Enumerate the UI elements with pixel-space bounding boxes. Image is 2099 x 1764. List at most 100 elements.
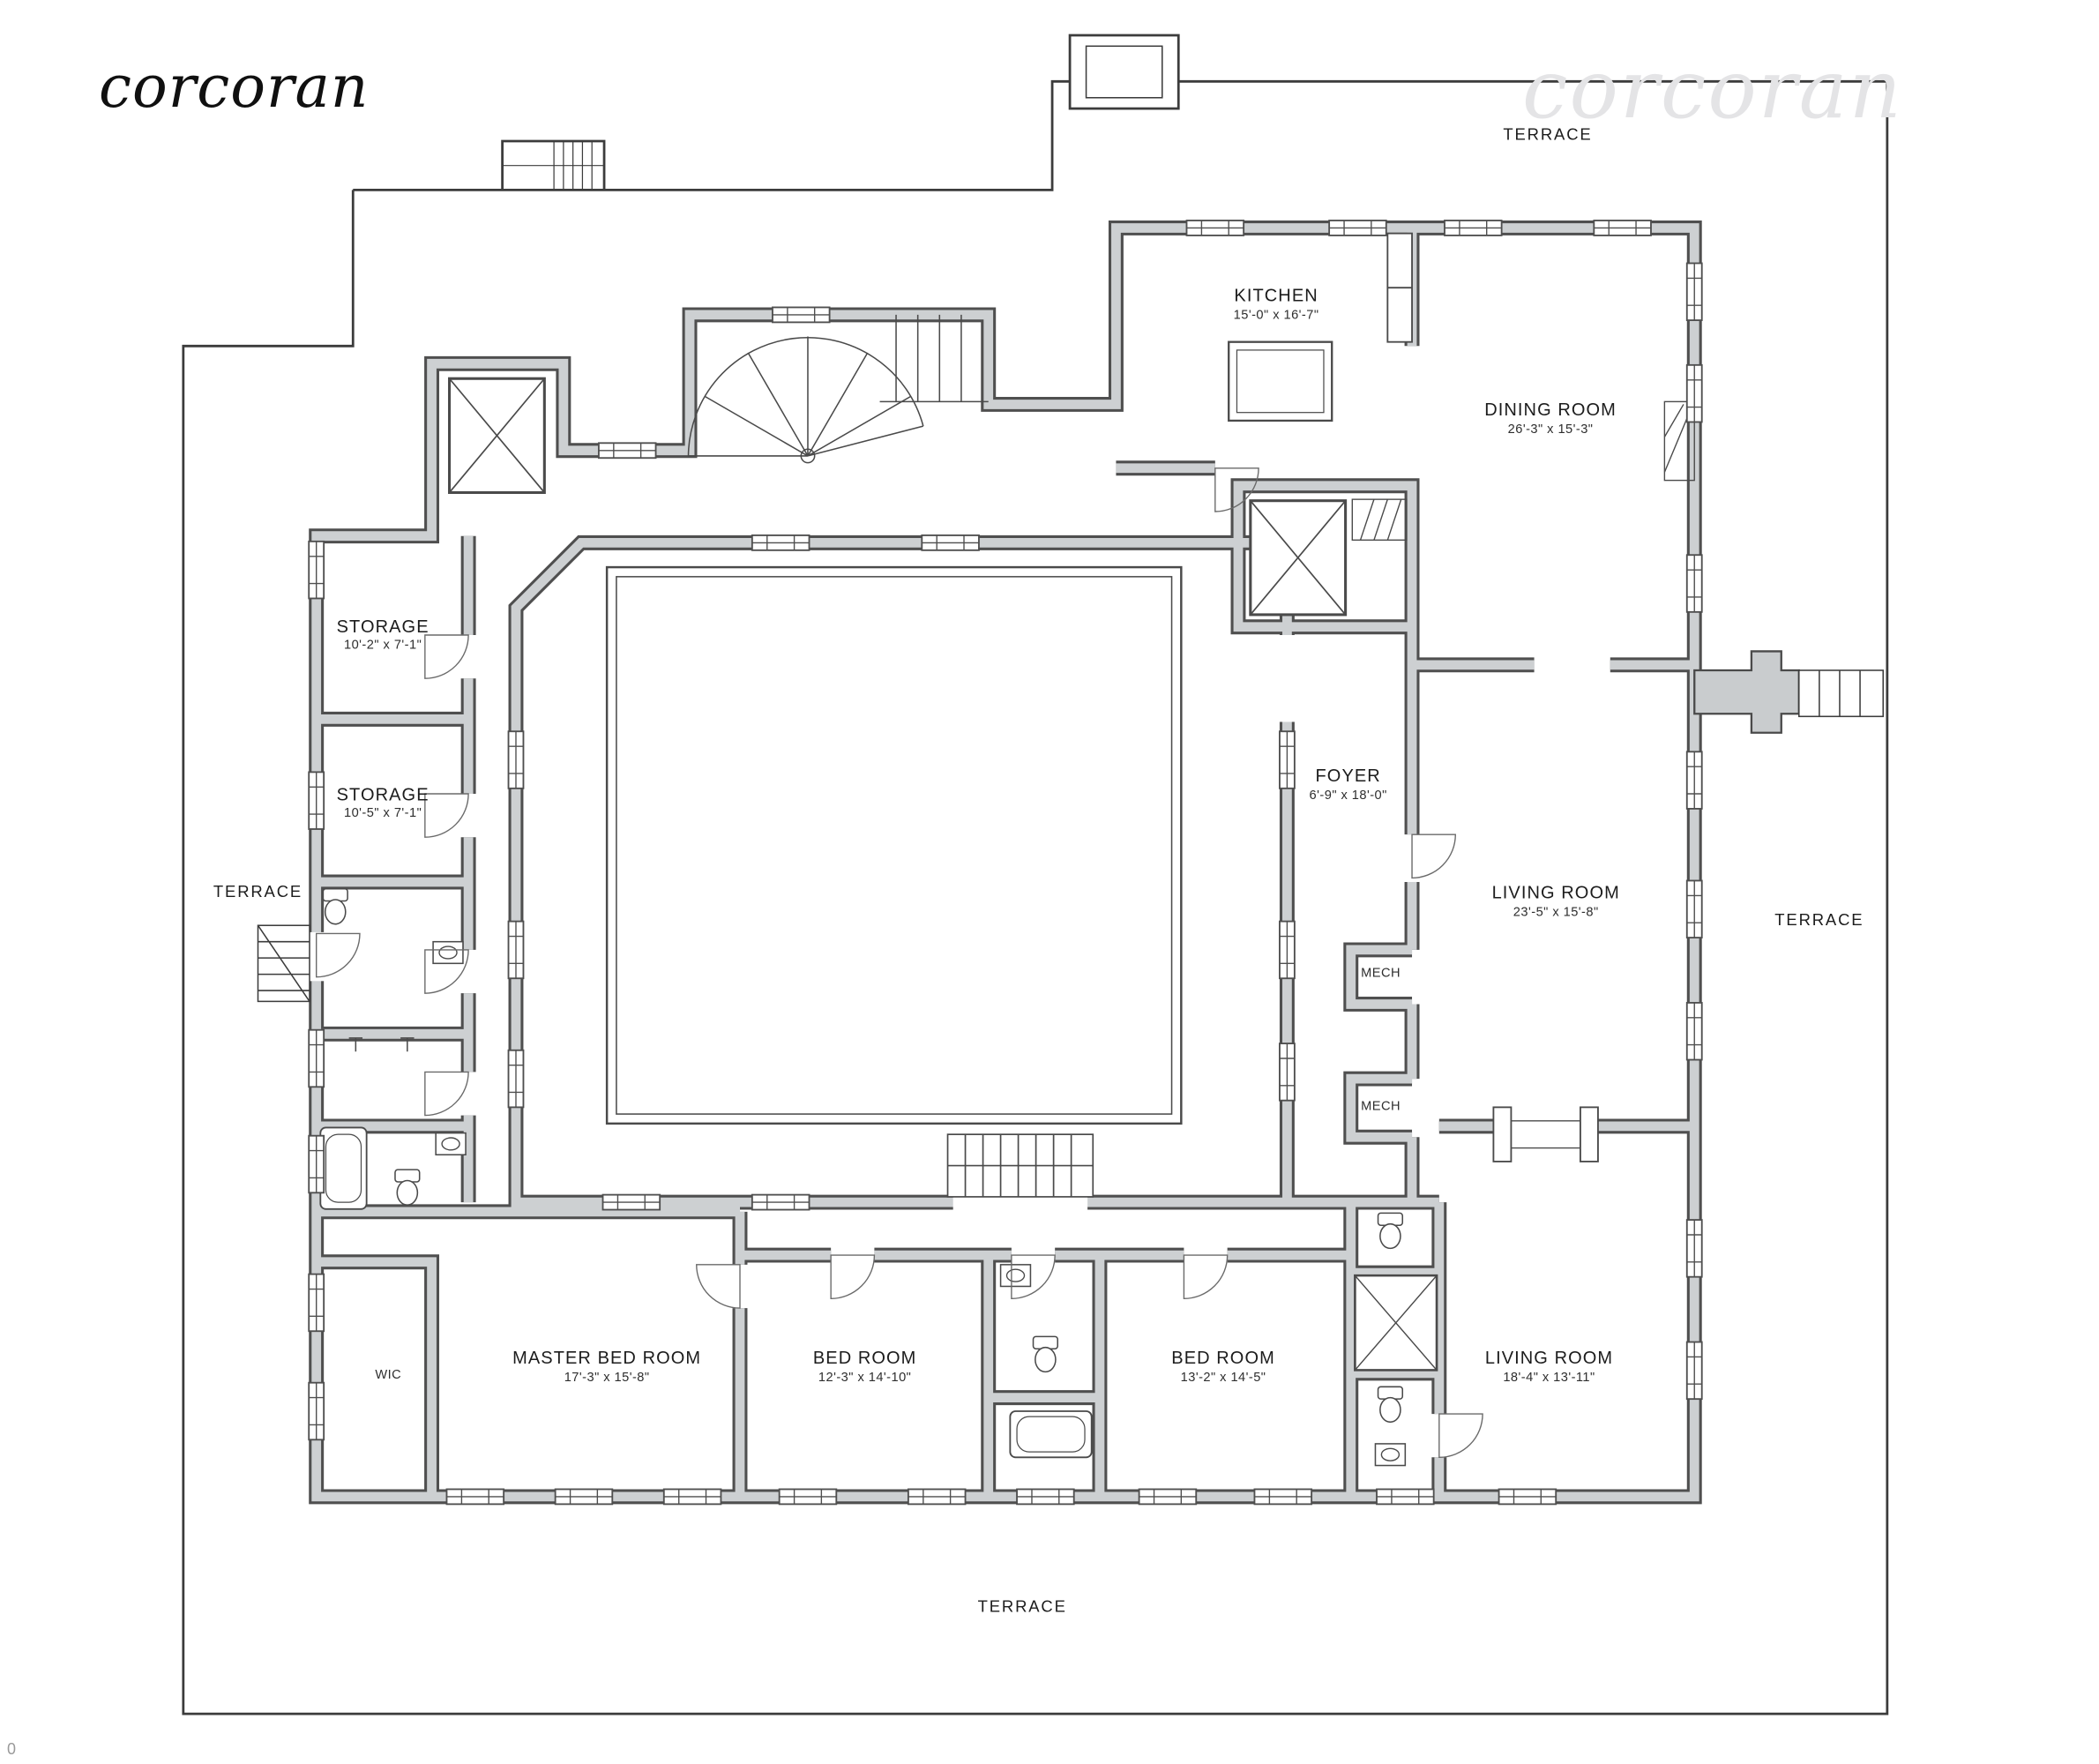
window-icon [751,534,810,551]
terrace-label-bottom: TERRACE [978,1597,1067,1616]
door-arc [424,949,469,994]
room-label-kitchen: KITCHEN [1234,287,1318,306]
closet-icon [1354,1274,1438,1372]
room-dims-bedroom-2: 13'-2" x 14'-5" [1181,1371,1266,1385]
sink-icon [999,1264,1032,1288]
window-icon [308,1273,325,1333]
window-icon [445,1488,505,1506]
sink-icon [1374,1443,1407,1467]
room-dims-living-1: 23'-5" x 15'-8" [1513,905,1599,919]
room-dims-storage-2: 10'-5" x 7'-1" [344,806,422,820]
window-icon [772,306,831,324]
bathtub-icon [319,1126,368,1210]
window-icon [1328,220,1387,236]
room-label-mech-1: MECH [1361,967,1401,981]
window-icon [308,771,325,830]
room-dims-master: 17'-3" x 15'-8" [564,1371,650,1385]
window-icon [554,1488,614,1506]
door-arc [830,1254,876,1300]
window-icon [1279,1043,1296,1102]
terrace-outline [182,79,1889,1715]
window-icon [1279,920,1296,980]
window-icon [1685,879,1703,939]
door-arc [1183,1254,1229,1300]
room-label-bedroom-2: BED ROOM [1171,1349,1275,1368]
elevator-icon [1249,499,1348,617]
window-icon [907,1488,967,1506]
room-dims-kitchen: 15'-0" x 16'-7" [1234,309,1319,323]
window-icon [308,1028,325,1088]
room-dims-living-2: 18'-4" x 13'-11" [1503,1371,1595,1385]
window-icon [1185,220,1245,236]
window-icon [1016,1488,1075,1506]
sink-icon [432,940,464,965]
window-icon [921,534,980,551]
room-label-wic: WIC [375,1368,401,1382]
door-arc [424,793,469,838]
window-icon [507,1049,525,1109]
kitchen-island-icon [1228,340,1333,422]
window-icon [1685,751,1703,810]
window-icon [751,1193,810,1211]
toilet-icon [1377,1386,1404,1424]
room-dims-foyer: 6'-9" x 18'-0" [1310,789,1387,803]
kitchen-appliance-icon [1386,232,1413,343]
window-icon [1685,262,1703,322]
bath-fixtures [319,887,1407,1467]
window-icon [1253,1488,1313,1506]
window-icon [662,1488,722,1506]
window-icon [308,1381,325,1441]
courtyard-stairs-icon [946,1133,1094,1198]
window-icon [1593,220,1652,236]
spiral-stair-icon [687,314,989,464]
room-label-storage-2: STORAGE [337,786,430,805]
terrace-label-top: TERRACE [1503,124,1592,143]
room-dims-dining: 26'-3" x 15'-3" [1508,422,1594,437]
skylight-box [1068,34,1180,110]
window-icon [597,442,657,460]
roof-stair-treads [502,141,605,191]
room-dims-bedroom-1: 12'-3" x 14'-10" [818,1371,911,1385]
terrace-steps-right-icon [1798,669,1884,718]
window-icon [1138,1488,1198,1506]
toilet-icon [322,887,348,925]
double-door-opening [1492,1106,1599,1162]
labels: TERRACE TERRACE TERRACE TERRACE KITCHEN … [213,124,1863,1616]
shower-icon [348,1037,415,1052]
room-label-storage-1: STORAGE [337,617,430,637]
door-arc [1214,467,1259,512]
window-icon [507,920,525,980]
window-icon [1685,1001,1703,1061]
window-icon [1279,730,1296,789]
corcoran-watermark: corcoran [1522,42,1903,137]
toilet-icon [1377,1212,1404,1250]
bathtub-icon [1009,1410,1093,1459]
elevator-lobby-hatch [1351,498,1408,541]
room-label-living-1: LIVING ROOM [1492,883,1620,902]
room-label-mech-2: MECH [1361,1099,1401,1113]
door-arc [696,1264,741,1309]
window-icon [601,1193,661,1211]
entry-vestibule [1693,650,1800,734]
door-swings [316,467,1483,1459]
door-arc [424,1071,469,1117]
room-label-dining: DINING ROOM [1484,400,1617,420]
door-arc [1438,1413,1483,1459]
window-icon [1498,1488,1557,1506]
terrace-steps-left-icon [257,924,310,1003]
window-icon [1685,1341,1703,1401]
window-icon [507,730,525,789]
window-icon [1685,363,1703,423]
terrace-boundary [182,34,1889,1715]
window-icon [1685,1219,1703,1278]
room-label-foyer: FOYER [1316,766,1381,786]
door-arc [424,634,469,679]
terrace-label-left: TERRACE [213,882,303,901]
window-icon [778,1488,838,1506]
door-arc [1411,833,1456,879]
window-icon [308,1134,325,1194]
room-label-bedroom-1: BED ROOM [813,1349,917,1368]
toilet-icon [1032,1335,1059,1373]
